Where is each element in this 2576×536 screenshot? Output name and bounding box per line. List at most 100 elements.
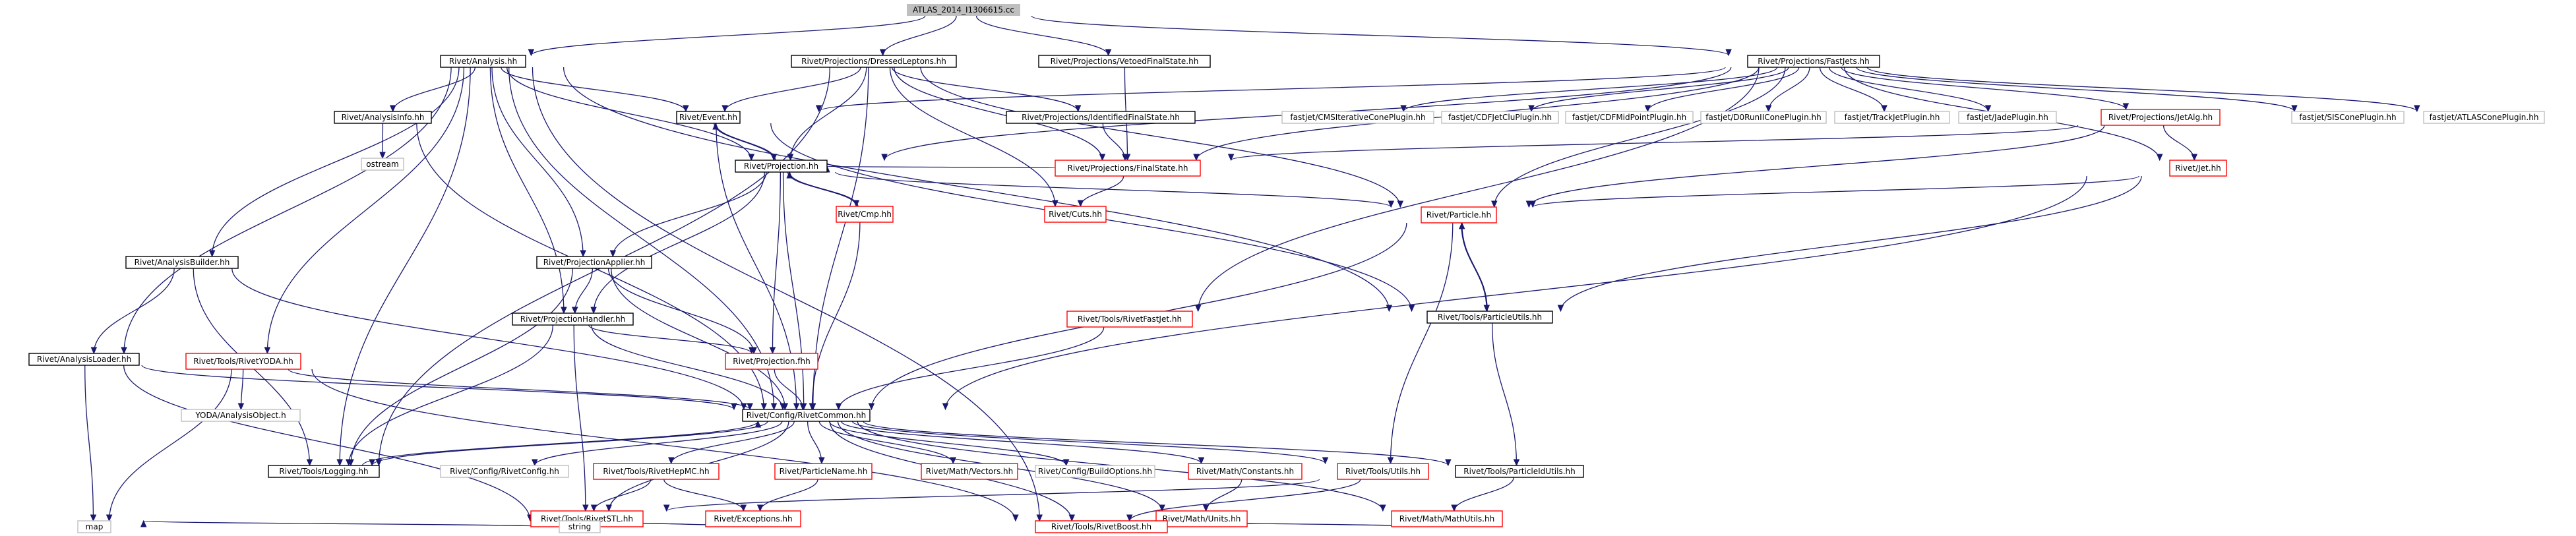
node-trackjet[interactable]: fastjet/TrackJetPlugin.hh — [1834, 111, 1950, 124]
arrow-head — [1984, 105, 1992, 113]
edge-analysisinfo-to-ostream — [379, 123, 386, 160]
node-boost[interactable]: Rivet/Tools/RivetBoost.hh — [1035, 520, 1168, 533]
node-cdfmid[interactable]: fastjet/CDFMidPointPlugin.hh — [1565, 111, 1694, 124]
node-hepmc[interactable]: Rivet/Tools/RivetHepMC.hh — [593, 463, 720, 480]
node-atlascone[interactable]: fastjet/ATLASConePlugin.hh — [2423, 111, 2545, 124]
edge-line — [882, 15, 957, 56]
edge-constants-to-units — [1202, 479, 1242, 512]
edge-line — [231, 268, 745, 410]
edge-particleidutils-to-mathutils — [1451, 477, 1514, 512]
node-rivetyoda[interactable]: Rivet/Tools/RivetYODA.hh — [185, 353, 301, 370]
arrow-head — [815, 105, 822, 113]
node-label: Rivet/Tools/Logging.hh — [279, 467, 368, 476]
node-box — [1747, 55, 1880, 68]
edge-line — [1461, 222, 1487, 312]
node-d0[interactable]: fastjet/D0RunIIConePlugin.hh — [1700, 111, 1827, 124]
node-box — [676, 111, 741, 124]
node-ostream[interactable]: ostream — [361, 158, 404, 171]
edge-fastjets-to-cms — [1400, 67, 1778, 113]
edge-fastjets-to-cdfmid — [1644, 67, 1800, 113]
arrow-head — [237, 403, 245, 411]
node-constants[interactable]: Rivet/Math/Constants.hh — [1188, 463, 1303, 480]
edge-rivetyoda-to-yodaao — [237, 369, 245, 411]
edge-line — [506, 67, 752, 161]
edge-particle-to-utils — [1387, 222, 1454, 465]
node-string[interactable]: string — [559, 520, 601, 533]
node-finalstate[interactable]: Rivet/Projections/FinalState.hh — [1055, 160, 1201, 177]
edge-line — [563, 67, 1390, 312]
node-mathutils[interactable]: Rivet/Math/MathUtils.hh — [1391, 510, 1503, 527]
node-projhandler[interactable]: Rivet/ProjectionHandler.hh — [512, 313, 634, 326]
node-projection[interactable]: Rivet/Projection.hh — [735, 160, 828, 173]
arrow-head — [2156, 154, 2163, 162]
node-jade[interactable]: fastjet/JadePlugin.hh — [1958, 111, 2057, 124]
node-particleutils[interactable]: Rivet/Tools/ParticleUtils.hh — [1426, 311, 1553, 324]
node-buildoptions[interactable]: Rivet/Config/BuildOptions.hh — [1035, 465, 1155, 478]
node-logging[interactable]: Rivet/Tools/Logging.hh — [268, 465, 380, 478]
node-projfhh[interactable]: Rivet/Projection.fhh — [725, 353, 818, 370]
node-label: Rivet/Jet.hh — [2175, 164, 2221, 173]
node-map[interactable]: map — [77, 520, 111, 533]
node-box — [1441, 111, 1559, 124]
node-rivetcommon[interactable]: Rivet/Config/RivetCommon.hh — [742, 409, 871, 422]
node-idfs[interactable]: Rivet/Projections/IdentifiedFinalState.h… — [1006, 111, 1196, 124]
node-vetoed[interactable]: Rivet/Projections/VetoedFinalState.hh — [1038, 55, 1211, 68]
node-yodaao[interactable]: YODA/AnalysisObject.h — [181, 409, 301, 422]
node-cdfjetclu[interactable]: fastjet/CDFJetCluPlugin.hh — [1441, 111, 1559, 124]
edge-line — [574, 268, 594, 314]
node-cmp[interactable]: Rivet/Cmp.hh — [836, 206, 894, 223]
edge-fastjets-to-jetalg — [1841, 67, 2130, 111]
node-jet[interactable]: Rivet/Jet.hh — [2169, 160, 2227, 177]
edge-root-to-fastjets — [1031, 15, 1732, 57]
node-box — [512, 313, 634, 326]
node-event[interactable]: Rivet/Event.hh — [676, 111, 741, 124]
node-jetalg[interactable]: Rivet/Projections/JetAlg.hh — [2101, 109, 2221, 126]
node-units[interactable]: Rivet/Math/Units.hh — [1155, 510, 1248, 527]
node-label: YODA/AnalysisObject.h — [195, 411, 286, 420]
edge-analysis-to-analysisinfo — [389, 67, 475, 113]
edge-line — [811, 222, 861, 410]
node-cuts[interactable]: Rivet/Cuts.hh — [1044, 206, 1107, 223]
edge-line — [789, 171, 859, 207]
node-analysis[interactable]: Rivet/Analysis.hh — [440, 55, 526, 68]
node-cms[interactable]: fastjet/CMSIterativeConePlugin.hh — [1281, 111, 1434, 124]
arrow-head — [1644, 105, 1651, 113]
arrow-head — [1765, 105, 1772, 113]
node-particleidutils[interactable]: Rivet/Tools/ParticleIdUtils.hh — [1455, 465, 1584, 478]
edge-root-to-analysis — [528, 15, 926, 57]
node-box — [1281, 111, 1434, 124]
node-label: Rivet/ParticleName.hh — [780, 467, 868, 476]
node-vectors[interactable]: Rivet/Math/Vectors.hh — [921, 463, 1018, 480]
node-projapplier[interactable]: Rivet/ProjectionApplier.hh — [536, 256, 652, 269]
node-fastjettool[interactable]: Rivet/Tools/RivetFastJet.hh — [1066, 311, 1193, 328]
edge-line — [123, 365, 531, 521]
node-utils[interactable]: Rivet/Tools/Utils.hh — [1337, 463, 1429, 480]
arrow-head — [756, 504, 764, 512]
arrow-head — [528, 49, 535, 57]
edge-line — [975, 15, 1109, 56]
node-exceptions[interactable]: Rivet/Exceptions.hh — [705, 510, 801, 527]
node-rivetconfig[interactable]: Rivet/Config/RivetConfig.hh — [440, 465, 569, 478]
arrow-head — [580, 250, 586, 258]
node-analysisinfo[interactable]: Rivet/AnalysisInfo.hh — [334, 111, 432, 124]
node-label: Rivet/Projection.fhh — [733, 357, 811, 366]
node-analysisloader[interactable]: Rivet/AnalysisLoader.hh — [28, 353, 140, 366]
edge-line — [841, 421, 1202, 464]
edge-line — [714, 123, 775, 161]
edge-analysis-to-particleutils — [563, 67, 1393, 313]
node-box — [774, 463, 873, 480]
edge-dressed-to-projection — [787, 67, 867, 162]
node-siscone[interactable]: fastjet/SISConePlugin.hh — [2291, 111, 2405, 124]
node-label: Rivet/Tools/RivetFastJet.hh — [1078, 314, 1182, 324]
node-particle[interactable]: Rivet/Particle.hh — [1421, 206, 1497, 223]
edge-dressed-to-finalstate — [894, 67, 1106, 162]
node-particlename[interactable]: Rivet/ParticleName.hh — [774, 463, 873, 480]
edge-fastjets-to-trackjet — [1819, 67, 1887, 113]
edge-projhandler-to-rivetstl — [573, 324, 589, 512]
arrow-head — [1012, 514, 1019, 522]
node-rivetstl[interactable]: Rivet/Tools/RivetSTL.hh — [530, 510, 644, 527]
node-fastjets[interactable]: Rivet/Projections/FastJets.hh — [1747, 55, 1880, 68]
node-dressed[interactable]: Rivet/Projections/DressedLeptons.hh — [791, 55, 957, 68]
node-analysisbuilder[interactable]: Rivet/AnalysisBuilder.hh — [125, 256, 239, 269]
edge-line — [1461, 222, 1488, 312]
